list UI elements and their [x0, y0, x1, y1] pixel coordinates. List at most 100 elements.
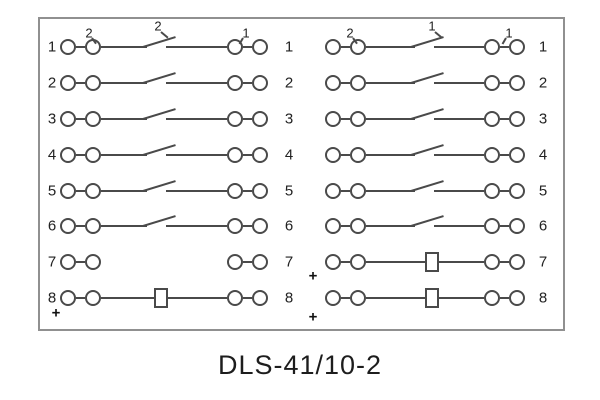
terminal-circle: [325, 290, 341, 306]
row-label-middle: 3: [284, 110, 294, 128]
connection-wire: [101, 190, 147, 192]
connection-wire: [166, 225, 227, 227]
terminal-circle: [227, 147, 243, 163]
contact-annotation-number: 2: [154, 18, 162, 34]
terminal-circle: [509, 147, 525, 163]
terminal-circle: [509, 111, 525, 127]
connection-wire: [500, 297, 509, 299]
contact-annotation-number: 1: [505, 25, 513, 41]
connection-wire: [243, 46, 252, 48]
terminal-circle: [484, 75, 500, 91]
connection-wire: [500, 82, 509, 84]
row-label-left: 1: [47, 38, 57, 56]
terminal-circle: [325, 218, 341, 234]
terminal-circle: [509, 75, 525, 91]
relay-case-outline: [38, 17, 565, 331]
connection-wire: [243, 118, 252, 120]
terminal-circle: [227, 290, 243, 306]
terminal-circle: [350, 254, 366, 270]
row-label-left: 4: [47, 146, 57, 164]
terminal-circle: [85, 218, 101, 234]
terminal-circle: [325, 75, 341, 91]
row-label-middle: 7: [284, 253, 294, 271]
connection-wire: [166, 118, 227, 120]
connection-wire: [101, 154, 147, 156]
connection-wire: [166, 82, 227, 84]
coil-box: [425, 252, 439, 272]
terminal-circle: [252, 183, 268, 199]
terminal-circle: [509, 290, 525, 306]
row-label-middle: 8: [284, 289, 294, 307]
connection-wire: [434, 190, 484, 192]
row-label-left: 5: [47, 182, 57, 200]
terminal-circle: [60, 290, 76, 306]
terminal-circle: [85, 183, 101, 199]
row-label-left: 8: [47, 289, 57, 307]
terminal-circle: [85, 254, 101, 270]
terminal-circle: [325, 254, 341, 270]
row-label-left: 2: [47, 74, 57, 92]
connection-wire: [366, 118, 415, 120]
terminal-circle: [509, 183, 525, 199]
contact-annotation-number: 2: [346, 25, 354, 41]
connection-wire: [500, 118, 509, 120]
row-label-right: 2: [538, 74, 548, 92]
connection-wire: [500, 190, 509, 192]
connection-wire: [76, 118, 85, 120]
terminal-circle: [484, 290, 500, 306]
connection-wire: [101, 225, 147, 227]
connection-wire: [168, 297, 227, 299]
connection-wire: [101, 118, 147, 120]
connection-wire: [76, 261, 85, 263]
polarity-plus-mark: +: [51, 304, 61, 322]
connection-wire: [434, 118, 484, 120]
coil-box: [425, 288, 439, 308]
terminal-circle: [85, 75, 101, 91]
connection-wire: [101, 46, 147, 48]
connection-wire: [439, 261, 484, 263]
connection-wire: [76, 297, 85, 299]
row-label-middle: 6: [284, 217, 294, 235]
row-label-right: 8: [538, 289, 548, 307]
terminal-circle: [227, 183, 243, 199]
row-label-right: 5: [538, 182, 548, 200]
terminal-circle: [325, 111, 341, 127]
row-label-left: 3: [47, 110, 57, 128]
connection-wire: [366, 190, 415, 192]
connection-wire: [243, 82, 252, 84]
model-caption: DLS-41/10-2: [217, 350, 383, 380]
terminal-circle: [252, 111, 268, 127]
row-label-middle: 1: [284, 38, 294, 56]
polarity-plus-mark: +: [308, 267, 318, 285]
terminal-circle: [85, 111, 101, 127]
terminal-circle: [350, 147, 366, 163]
terminal-circle: [85, 147, 101, 163]
connection-wire: [341, 82, 350, 84]
row-label-right: 7: [538, 253, 548, 271]
terminal-circle: [60, 254, 76, 270]
terminal-circle: [252, 39, 268, 55]
terminal-circle: [484, 39, 500, 55]
contact-annotation-number: 1: [242, 25, 250, 41]
terminal-circle: [350, 111, 366, 127]
terminal-circle: [509, 254, 525, 270]
terminal-circle: [484, 218, 500, 234]
terminal-circle: [484, 147, 500, 163]
row-label-right: 1: [538, 38, 548, 56]
connection-wire: [366, 297, 425, 299]
connection-wire: [76, 225, 85, 227]
row-label-left: 7: [47, 253, 57, 271]
connection-wire: [439, 297, 484, 299]
connection-wire: [341, 261, 350, 263]
terminal-circle: [252, 75, 268, 91]
connection-wire: [101, 297, 154, 299]
terminal-circle: [484, 183, 500, 199]
terminal-circle: [509, 39, 525, 55]
connection-wire: [76, 190, 85, 192]
connection-wire: [434, 225, 484, 227]
terminal-circle: [325, 39, 341, 55]
terminal-circle: [60, 39, 76, 55]
terminal-circle: [509, 218, 525, 234]
terminal-circle: [325, 183, 341, 199]
terminal-circle: [484, 111, 500, 127]
